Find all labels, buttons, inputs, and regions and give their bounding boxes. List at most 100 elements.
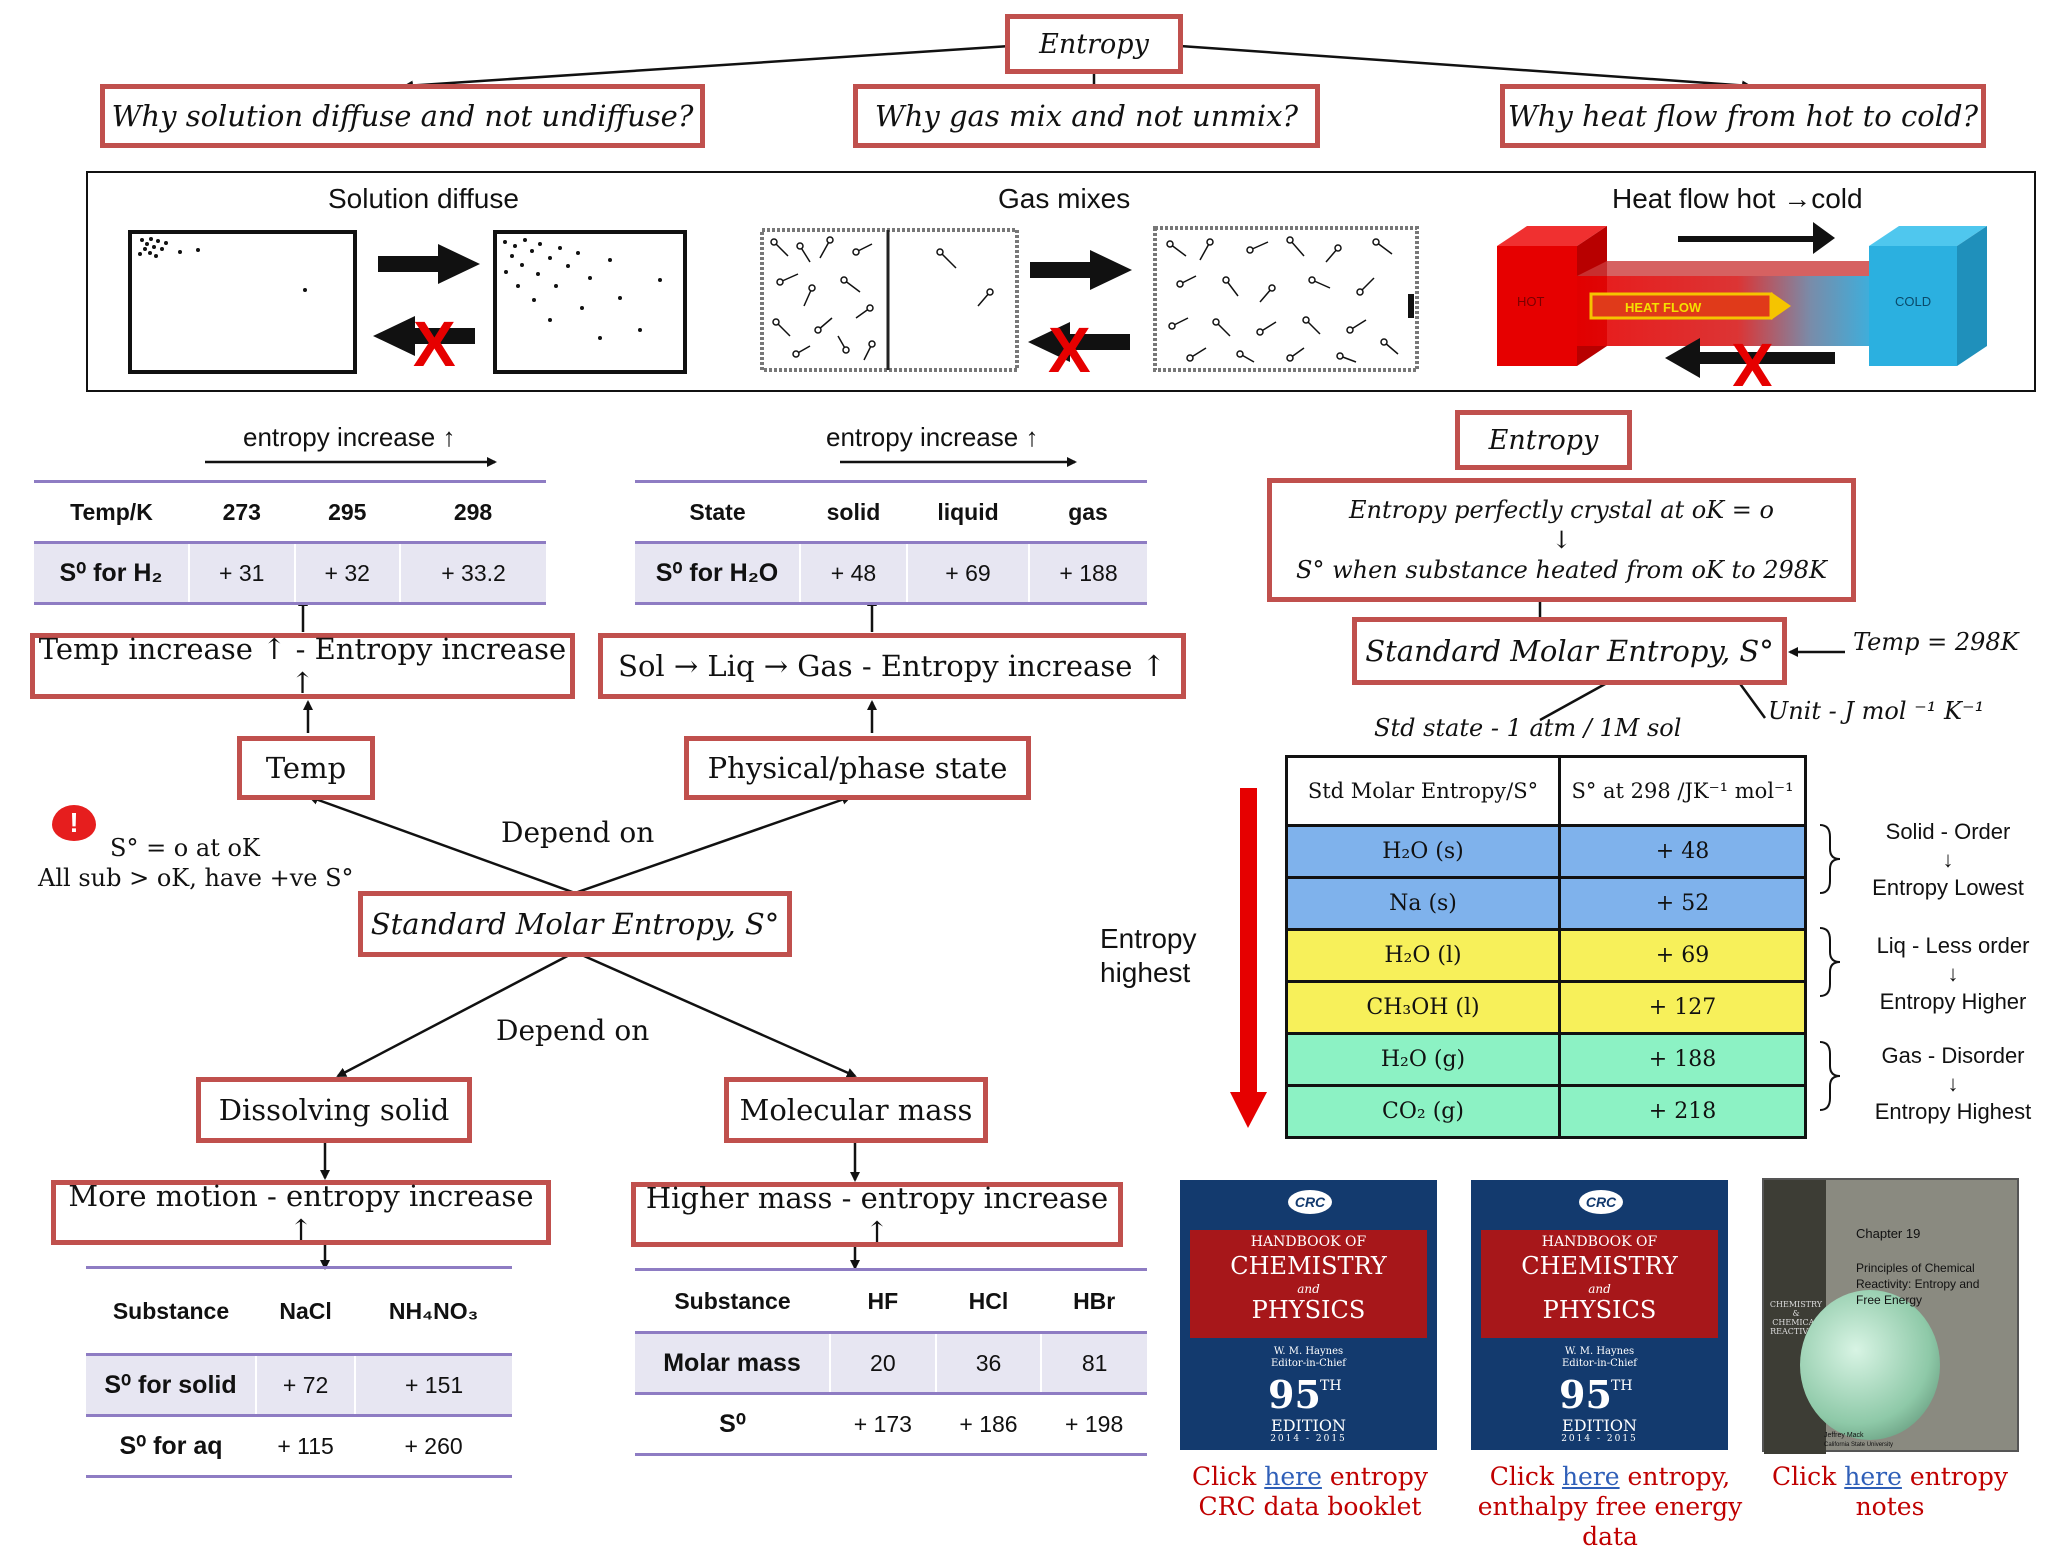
molecular-mass-table: Substance HF HCl HBr Molar mass 20 36 81… [635, 1268, 1147, 1456]
crc-chemistry-1: CHEMISTRY [1230, 1252, 1387, 1280]
entropy-row-substance: Na (s) [1285, 876, 1561, 931]
mass-header-1: HF [830, 1268, 936, 1333]
crc-edition-1: EDITION [1271, 1416, 1346, 1435]
temp-header-3: 298 [400, 480, 546, 543]
phase-increase-label: Sol → Liq → Gas - Entropy increase ↑ [618, 649, 1166, 683]
link-2-line2: notes [1855, 1492, 1925, 1521]
notes-egg-image [1800, 1290, 1940, 1440]
entropy-title-box: Entropy [1455, 410, 1632, 470]
crc-edition-sup-2: TH [1611, 1378, 1633, 1394]
crc-editor-role-2: Editor-in-Chief [1561, 1358, 1638, 1369]
entropy-row-value: + 188 [1558, 1032, 1807, 1087]
entropy-row: Na (s)+ 52 [1285, 876, 1807, 931]
group-solid-arrow: ↓ [1942, 847, 1954, 872]
center-label: Standard Molar Entropy, S° [370, 907, 780, 941]
solution-diffuse-title: Solution diffuse [328, 183, 519, 214]
notes-title: Principles of Chemical Reactivity: Entro… [1856, 1261, 1980, 1307]
crc-title-band-1: HANDBOOK OF CHEMISTRY and PHYSICS [1190, 1230, 1427, 1338]
entropy-row: H₂O (s)+ 48 [1285, 824, 1807, 879]
heat-flow-illustration: HOT HEAT FLOW COLD X [1497, 222, 1987, 386]
solid-row-0-value-1: + 151 [354, 1353, 512, 1417]
link-1-pre: Click [1489, 1462, 1562, 1491]
crc-handbook-1: HANDBOOK OF [1250, 1234, 1367, 1250]
mass-row-0-value-0: 20 [829, 1331, 936, 1395]
warning-note-line1: S° = o at oK [110, 834, 260, 862]
entropy-highest-label: Entropy highest [1100, 923, 1197, 988]
group-gas-arrow: ↓ [1947, 1071, 1959, 1096]
solid-header-1: NaCl [256, 1266, 356, 1355]
crc-chemistry-2: CHEMISTRY [1521, 1252, 1678, 1280]
crc-editor-2: W. M. Haynes [1564, 1346, 1635, 1357]
cold-label: COLD [1895, 294, 1931, 309]
state-value-1: + 48 [799, 541, 907, 605]
crc-data-link[interactable]: Click here entropy CRC data booklet [1190, 1462, 1430, 1522]
state-header-3: gas [1029, 480, 1147, 543]
notes-book-cover[interactable]: CHEMISTRY & CHEMICAL REACTIVITY Chapter … [1762, 1178, 2019, 1454]
mass-row-1-value-1: + 186 [935, 1393, 1042, 1456]
entropy-row-value: + 69 [1558, 928, 1807, 983]
crc-book-cover-1[interactable]: CRC HANDBOOK OF CHEMISTRY and PHYSICS W.… [1180, 1180, 1437, 1450]
state-value-3: + 188 [1028, 541, 1147, 605]
group-solid-note: Solid - Order ↓ Entropy Lowest [1848, 818, 2048, 902]
temp-298-note: Temp = 298K [1853, 628, 2019, 656]
standard-molar-entropy-center: Standard Molar Entropy, S° [358, 891, 792, 957]
solid-header-0: Substance [86, 1266, 256, 1355]
crc-book-cover-2[interactable]: CRC HANDBOOK OF CHEMISTRY and PHYSICS W.… [1471, 1180, 1728, 1450]
mass-header-0: Substance [635, 1268, 830, 1333]
entropy-row: H₂O (l)+ 69 [1285, 928, 1807, 983]
dissolving-solid-box: Dissolving solid [196, 1077, 472, 1143]
std-state-note: Std state - 1 atm / 1M sol [1374, 714, 1682, 742]
group-gas-top: Gas - Disorder [1881, 1043, 2025, 1068]
temp-header-2: 295 [294, 480, 400, 543]
entropy-row-substance: H₂O (s) [1285, 824, 1561, 879]
crc-and-1: and [1297, 1282, 1320, 1296]
entropy-row-value: + 127 [1558, 980, 1807, 1035]
std-molar-entropy-label: Standard Molar Entropy, S° [1365, 634, 1774, 668]
entropy-notes-link[interactable]: Click here entropy notes [1770, 1462, 2010, 1522]
question-gas: Why gas mix and not unmix? [874, 99, 1299, 133]
phase-box: Physical/phase state [684, 736, 1031, 800]
solid-row-0-label: S⁰ for solid [86, 1353, 256, 1417]
phase-label: Physical/phase state [707, 751, 1008, 785]
question-box-heat: Why heat flow from hot to cold? [1500, 84, 1986, 148]
entropy-values-table: Std Molar Entropy/S° S° at 298 /JK⁻¹ mol… [1285, 755, 1807, 1139]
crc-title-band-2: HANDBOOK OF CHEMISTRY and PHYSICS [1481, 1230, 1718, 1338]
higher-mass-label: Higher mass - entropy increase ↑ [645, 1180, 1109, 1249]
group-liquid-bottom: Entropy Higher [1879, 989, 2027, 1014]
crystal-line2: S° when substance heated from oK to 298K [1296, 556, 1827, 584]
warning-icon: ! [52, 805, 96, 841]
temp-value-3: + 33.2 [399, 541, 546, 605]
depend-on-upper: Depend on [501, 816, 655, 849]
crc-years-1: 2014 - 2015 [1270, 1434, 1347, 1444]
group-liquid-arrow: ↓ [1947, 961, 1959, 986]
gas-mixes-illustration: X [760, 226, 1419, 377]
temp-value-2: + 32 [293, 541, 400, 605]
molecular-mass-box: Molecular mass [724, 1077, 988, 1143]
temp-label: Temp [265, 751, 347, 785]
temp-value-1: + 31 [188, 541, 295, 605]
entropy-row-substance: H₂O (l) [1285, 928, 1561, 983]
higher-mass-box: Higher mass - entropy increase ↑ [631, 1180, 1123, 1249]
crystal-line1: Entropy perfectly crystal at oK = o [1349, 496, 1774, 524]
entropy-row-substance: H₂O (g) [1285, 1032, 1561, 1087]
temp-box: Temp [237, 736, 375, 800]
crc-edition-2: EDITION [1562, 1416, 1637, 1435]
warning-note-line2: All sub > oK, have +ve S° [38, 864, 354, 892]
notes-chapter: Chapter 19 [1856, 1226, 1921, 1241]
mass-row-1-value-0: + 173 [830, 1393, 936, 1456]
entropy-row-value: + 48 [1558, 824, 1807, 879]
temp-header-0: Temp/K [34, 480, 189, 543]
heat-flow-label: HEAT FLOW [1625, 300, 1702, 315]
link-1-here[interactable]: here [1561, 1462, 1620, 1491]
link-2-here[interactable]: here [1844, 1462, 1902, 1491]
free-energy-link[interactable]: Click here entropy, enthalpy free energy… [1450, 1462, 1770, 1552]
question-heat: Why heat flow from hot to cold? [1507, 99, 1979, 133]
entropy-root-box: Entropy [1005, 14, 1183, 74]
warning-mark: ! [69, 807, 79, 838]
entropy-row-substance: CO₂ (g) [1285, 1084, 1561, 1139]
entropy-row: CH₃OH (l)+ 127 [1285, 980, 1807, 1035]
link-0-here[interactable]: here [1264, 1462, 1322, 1491]
temp-header-1: 273 [189, 480, 295, 543]
crc-physics-2: PHYSICS [1542, 1296, 1657, 1324]
temp-increase-box: Temp increase ↑ - Entropy increase ↑ [30, 632, 575, 700]
